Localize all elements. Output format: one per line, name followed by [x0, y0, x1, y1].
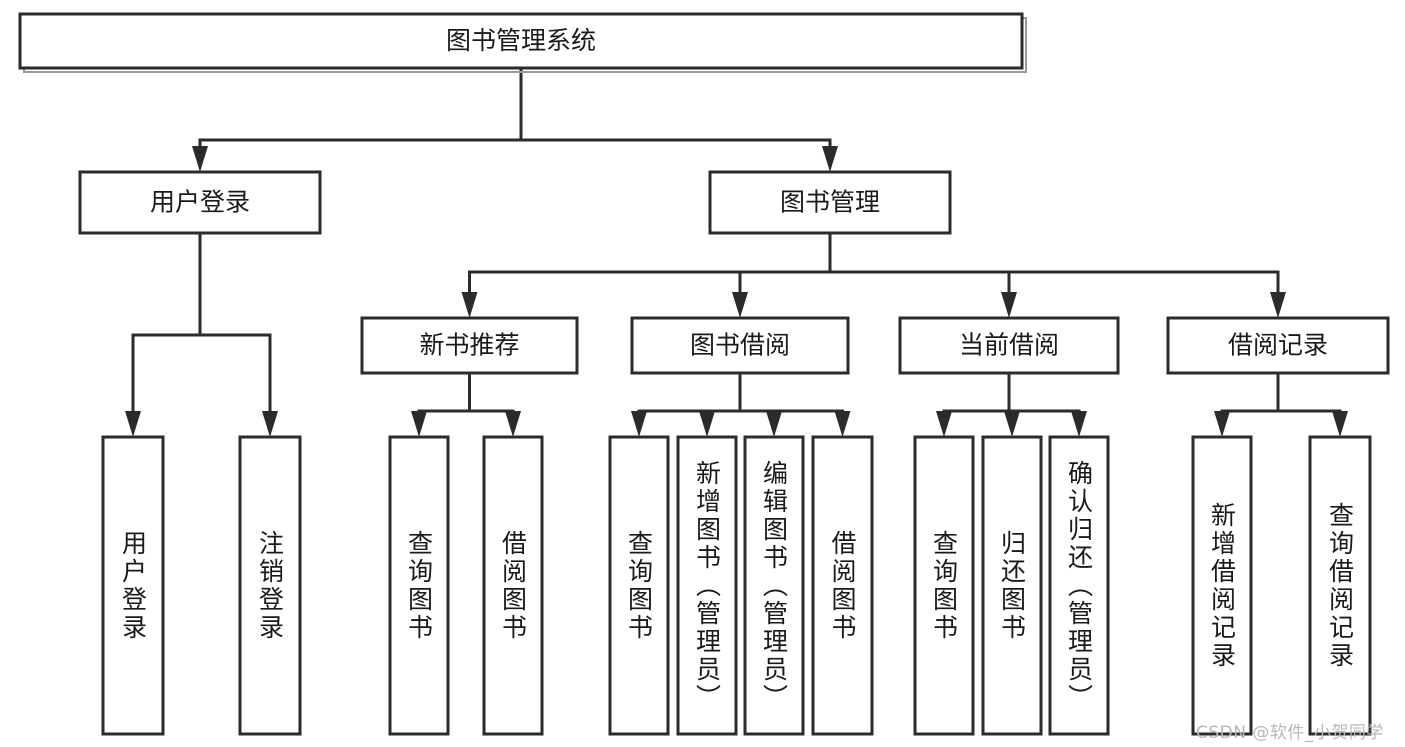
- leaf-node-10-box[interactable]: [1048, 435, 1110, 736]
- leaf-node-6-box[interactable]: [743, 435, 805, 736]
- arrow-head-icon: [1214, 411, 1230, 437]
- arrow-head-icon: [125, 411, 141, 437]
- leaf-node-0-box[interactable]: [101, 435, 165, 736]
- arrow-head-icon: [1332, 411, 1348, 437]
- level2-node-1-label: 图书管理: [780, 188, 880, 217]
- edges-layer: [125, 66, 1348, 437]
- arrow-head-icon: [822, 146, 838, 172]
- arrow-head-icon: [461, 292, 478, 318]
- level3-node-0-box[interactable]: [360, 316, 579, 375]
- leaf-node-4-box[interactable]: [608, 435, 670, 736]
- watermark-text: CSDN @软件_小贺同学: [1196, 723, 1384, 743]
- arrow-head-icon: [631, 411, 647, 437]
- arrow-head-icon: [699, 411, 715, 437]
- leaf-node-9-box[interactable]: [981, 435, 1043, 736]
- level3-node-2-box[interactable]: [898, 316, 1120, 375]
- arrow-head-icon: [936, 411, 952, 437]
- level3-node-3-label: 借阅记录: [1228, 331, 1328, 360]
- arrow-head-icon: [411, 411, 427, 437]
- arrow-head-icon: [505, 411, 521, 437]
- level3-node-3-box[interactable]: [1166, 316, 1390, 375]
- leaf-node-3-box[interactable]: [482, 435, 544, 736]
- leaf-node-7-box[interactable]: [811, 435, 874, 736]
- arrow-head-icon: [1071, 411, 1087, 437]
- level2-node-0-label: 用户登录: [150, 188, 250, 217]
- level3-node-2-label: 当前借阅: [959, 331, 1059, 360]
- level2-node-1-box[interactable]: [708, 170, 952, 235]
- level3-node-0-label: 新书推荐: [419, 331, 519, 360]
- root-node-0-box[interactable]: [18, 12, 1024, 70]
- leaf-node-12-box[interactable]: [1308, 435, 1372, 736]
- arrow-head-icon: [192, 146, 208, 172]
- nodes-layer: [18, 12, 1390, 736]
- arrow-head-icon: [732, 292, 748, 318]
- leaf-node-8-box[interactable]: [913, 435, 975, 736]
- level2-node-0-box[interactable]: [78, 170, 322, 235]
- leaf-node-5-box[interactable]: [676, 435, 738, 736]
- arrow-head-icon: [1004, 411, 1020, 437]
- arrow-head-icon: [766, 411, 782, 437]
- leaf-node-11-box[interactable]: [1191, 435, 1253, 736]
- arrow-head-icon: [262, 411, 278, 437]
- root-node-0-label: 图书管理系统: [446, 26, 596, 55]
- arrow-head-icon: [1270, 292, 1286, 318]
- level3-node-1-box[interactable]: [630, 316, 850, 375]
- arrow-head-icon: [1001, 292, 1017, 318]
- level3-node-1-label: 图书借阅: [690, 331, 790, 360]
- leaf-node-1-box[interactable]: [238, 435, 302, 736]
- leaf-node-2-box[interactable]: [388, 435, 450, 736]
- arrow-head-icon: [834, 411, 851, 437]
